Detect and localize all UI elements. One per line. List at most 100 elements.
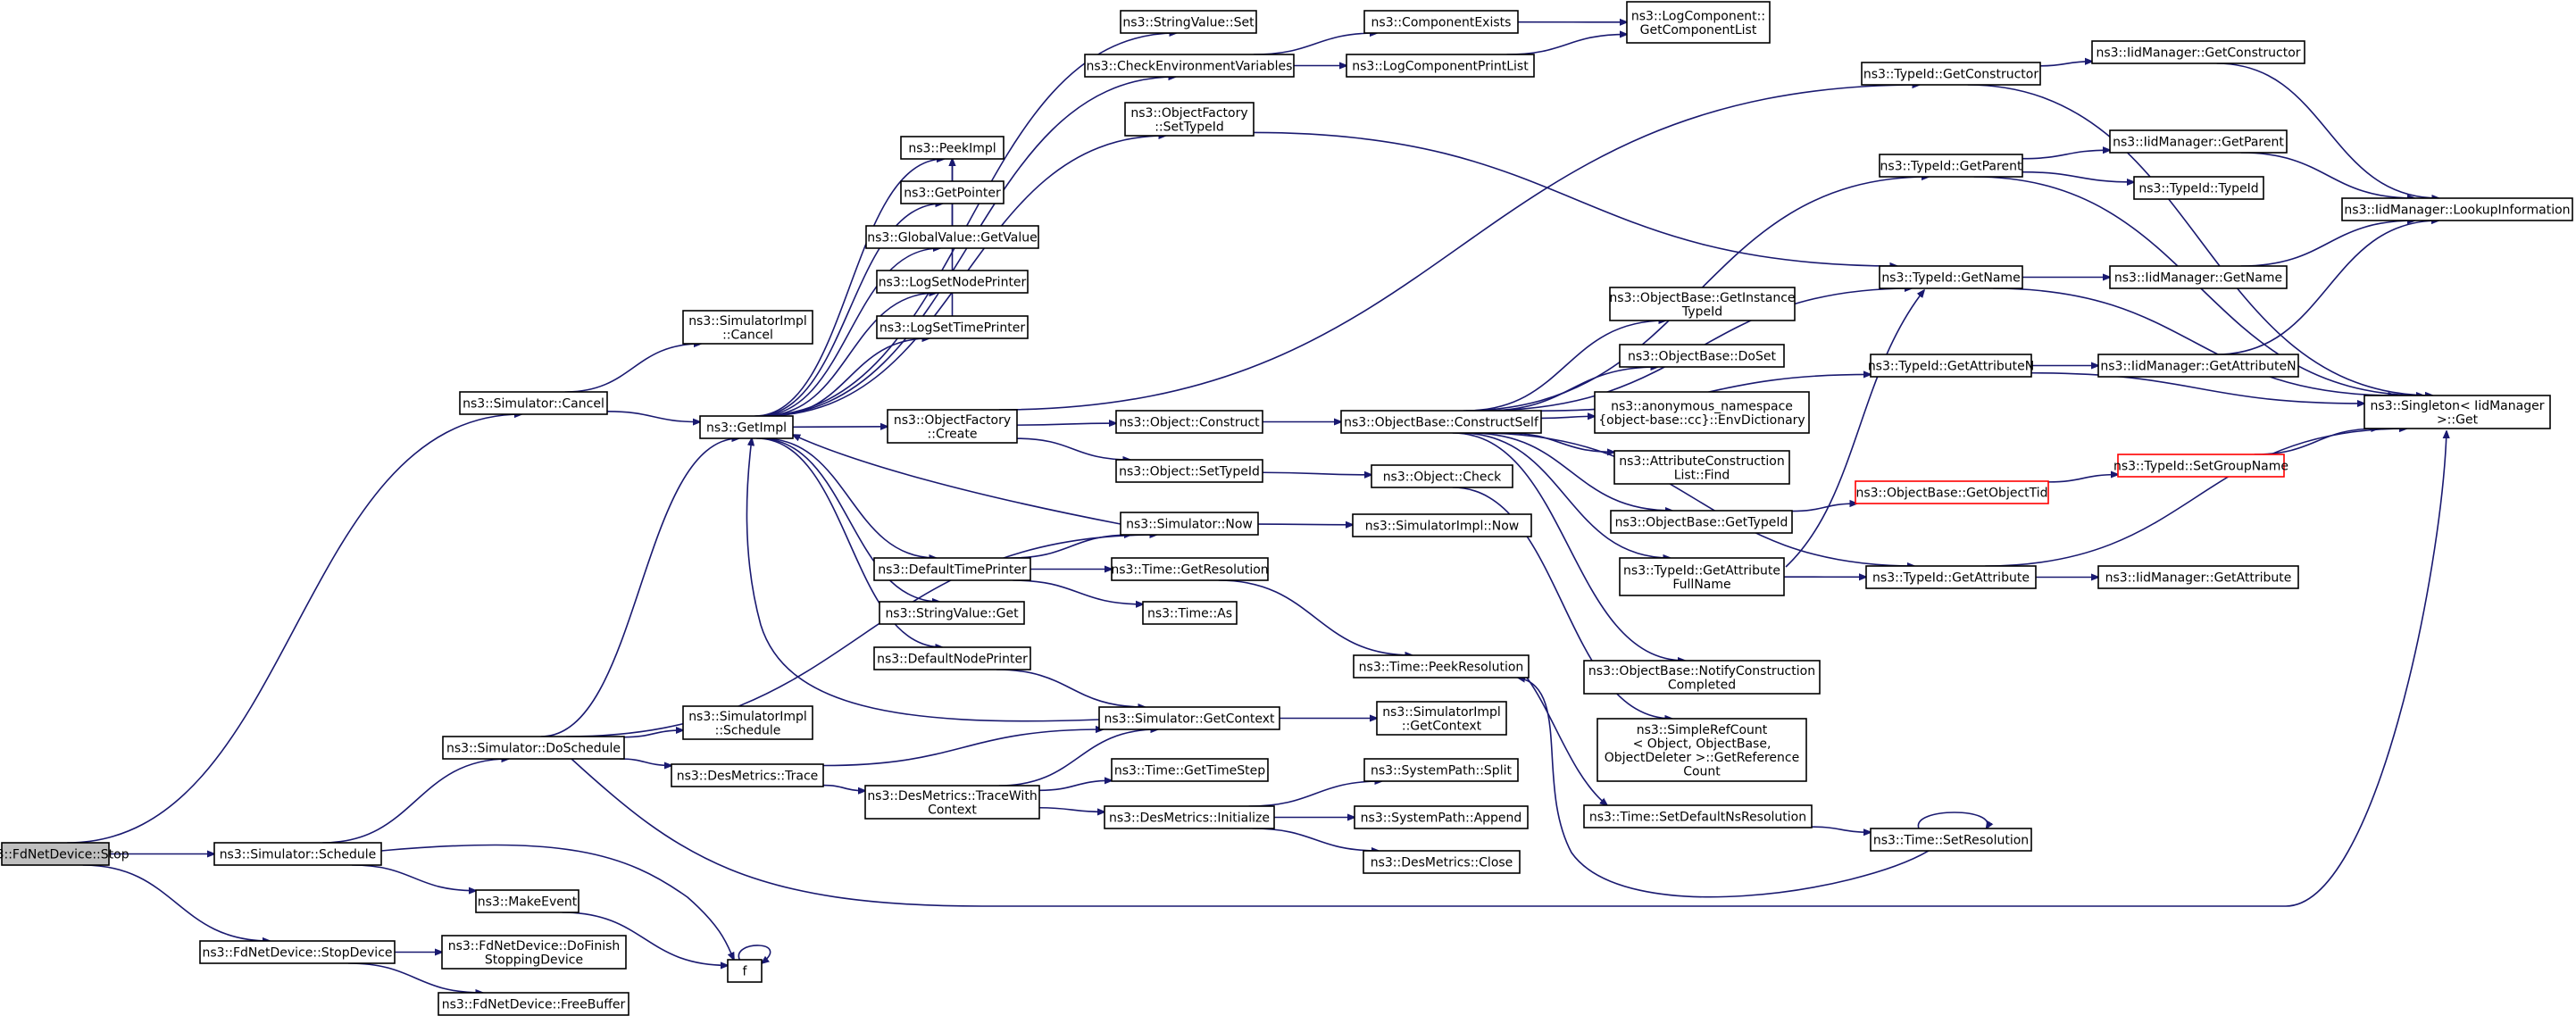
function-node[interactable]: ns3::IidManager::GetName [2109,265,2288,289]
function-node-label: ns3::ObjectFactory [1130,106,1247,121]
function-node[interactable]: ns3::DefaultTimePrinter [873,557,1031,581]
function-node[interactable]: ns3::CheckEnvironmentVariables [1084,54,1295,78]
function-node[interactable]: ns3::SimulatorImpl::Now [1352,513,1532,537]
function-node-box [2109,129,2288,154]
function-node-label: ns3::anonymous_namespace [1611,399,1793,413]
function-node[interactable]: ns3::ObjectBase::NotifyConstructionCompl… [1583,660,1821,695]
function-node[interactable]: ns3::Time::As [1142,601,1238,625]
call-edge [756,437,942,647]
function-node[interactable]: ns3::TypeId::SetGroupName [2113,454,2288,478]
function-node[interactable]: ns3::FdNetDevice::FreeBuffer [438,992,629,1016]
function-node[interactable]: ns3::Singleton< IidManager>::Get [2363,395,2551,429]
function-node-label: ns3::Time::SetResolution [1873,834,2029,848]
function-node[interactable]: ns3::SimulatorImpl::Schedule [682,705,813,740]
function-node[interactable]: ns3::ObjectBase::GetTypeId [1610,510,1793,534]
function-node-box [1855,480,2049,504]
function-node[interactable]: ns3::anonymous_namespace{object-base::cc… [1594,391,1810,434]
function-node-box [1879,265,2023,289]
function-node[interactable]: ns3::GlobalValue::GetValue [865,225,1039,249]
function-node-label: >::Get [2437,412,2479,427]
function-node[interactable]: ns3::StringValue::Set [1120,10,1257,34]
function-node-box [699,415,794,439]
function-node[interactable]: ns3::SystemPath::Append [1354,805,1529,829]
function-node[interactable]: f [727,959,763,983]
function-node-box [1363,758,1519,782]
function-node-box [438,992,629,1016]
function-node-label: ns3::FdNetDevice::Stop [0,848,129,862]
function-node[interactable]: ns3::TypeId::TypeId [2133,176,2264,200]
function-node[interactable]: ns3::IidManager::GetAttributeN [2097,354,2299,378]
function-node[interactable]: ns3::TypeId::GetName [1879,265,2023,289]
call-edge [1917,812,1988,828]
function-node[interactable]: ns3::DesMetrics::Initialize [1104,805,1275,829]
function-node[interactable]: ns3::Object::Construct [1115,410,1263,434]
function-node[interactable]: ns3::SimulatorImpl::Cancel [682,310,813,345]
function-node-label: ObjectDeleter >::GetReference [1605,751,1799,765]
function-node[interactable]: ns3::PeekImpl [900,136,1005,160]
call-edge [1257,524,1353,525]
function-node[interactable]: ns3::Simulator::GetContext [1098,706,1280,730]
function-node[interactable]: ns3::Object::Check [1371,464,1513,488]
function-node[interactable]: ns3::ComponentExists [1363,10,1519,34]
function-node[interactable]: ns3::LogComponent::GetComponentList [1626,1,1771,44]
function-node[interactable]: ns3::ObjectFactory::SetTypeId [1124,102,1255,137]
function-node[interactable]: ns3::LogSetNodePrinter [876,270,1029,294]
function-node[interactable]: ns3::DefaultNodePrinter [873,646,1031,670]
function-node[interactable]: ns3::FdNetDevice::Stop [0,842,129,866]
function-node[interactable]: ns3::DesMetrics::Trace [671,763,824,787]
function-node[interactable]: ns3::ObjectBase::ConstructSelf [1340,410,1542,434]
function-node[interactable]: ns3::TypeId::GetAttribute [1865,565,2037,589]
function-node[interactable]: ns3::Simulator::Now [1120,512,1259,536]
function-node[interactable]: ns3::IidManager::GetParent [2109,129,2288,154]
function-node[interactable]: ns3::Simulator::Schedule [213,842,382,866]
function-node[interactable]: ns3::Object::SetTypeId [1115,459,1263,483]
function-node[interactable]: ns3::TypeId::GetConstructor [1861,62,2041,86]
call-edge [2240,221,2415,267]
function-node[interactable]: ns3::Time::GetTimeStep [1111,758,1269,782]
call-edge [566,535,1156,737]
function-node[interactable]: ns3::DesMetrics::Close [1363,850,1521,874]
function-node[interactable]: ns3::Time::GetResolution [1111,557,1269,581]
function-node[interactable]: ns3::MakeEvent [475,889,579,913]
function-node[interactable]: ns3::LogComponentPrintList [1346,54,1535,78]
function-node-box [475,889,579,913]
function-node-label: ns3::LogComponent:: [1631,9,1765,23]
function-node-label: ns3::ObjectBase::GetObjectTid [1855,487,2047,501]
call-edge [2039,62,2092,67]
function-node[interactable]: ns3::GetImpl [699,415,794,439]
function-node[interactable]: ns3::SimpleRefCount< Object, ObjectBase,… [1596,718,1807,782]
function-node[interactable]: ns3::Simulator::Cancel [459,391,608,415]
function-node[interactable]: ns3::Time::SetDefaultNsResolution [1583,804,1813,828]
function-node[interactable]: ns3::TypeId::GetParent [1879,154,2023,178]
function-node[interactable]: ns3::IidManager::LookupInformation [2341,197,2573,221]
function-node[interactable]: ns3::LogSetTimePrinter [876,315,1029,339]
function-node-box [1596,718,1807,782]
function-node[interactable]: ns3::SimulatorImpl::GetContext [1376,701,1507,736]
call-edge [746,438,1100,722]
function-node[interactable]: ns3::ObjectBase::DoSet [1619,344,1785,368]
function-node-label: ns3::Time::SetDefaultNsResolution [1589,811,1806,825]
function-node[interactable]: ns3::ObjectFactory::Create [887,409,1018,444]
function-node[interactable]: ns3::GetPointer [900,180,1005,204]
function-node-label: f [743,965,748,979]
function-node[interactable]: ns3::TypeId::GetAttributeN [1868,354,2034,378]
function-node[interactable]: ns3::IidManager::GetAttribute [2097,565,2299,589]
function-node[interactable]: ns3::ObjectBase::GetObjectTid [1855,480,2049,504]
function-node[interactable]: ns3::Time::PeekResolution [1353,654,1530,679]
function-node-label: Context [928,803,977,817]
function-node[interactable]: ns3::StringValue::Get [879,601,1025,625]
function-node-label: ns3::FdNetDevice::StopDevice [202,946,392,961]
function-node[interactable]: ns3::SystemPath::Split [1363,758,1519,782]
function-node-label: ns3::ObjectBase::GetTypeId [1615,516,1788,530]
call-edge [763,437,936,558]
call-edge [571,431,2447,907]
function-node[interactable]: ns3::FdNetDevice::StopDevice [199,940,396,964]
function-node[interactable]: ns3::Simulator::DoSchedule [442,736,625,760]
function-node[interactable]: ns3::IidManager::GetConstructor [2091,40,2305,64]
function-node[interactable]: ns3::Time::SetResolution [1870,828,2032,852]
